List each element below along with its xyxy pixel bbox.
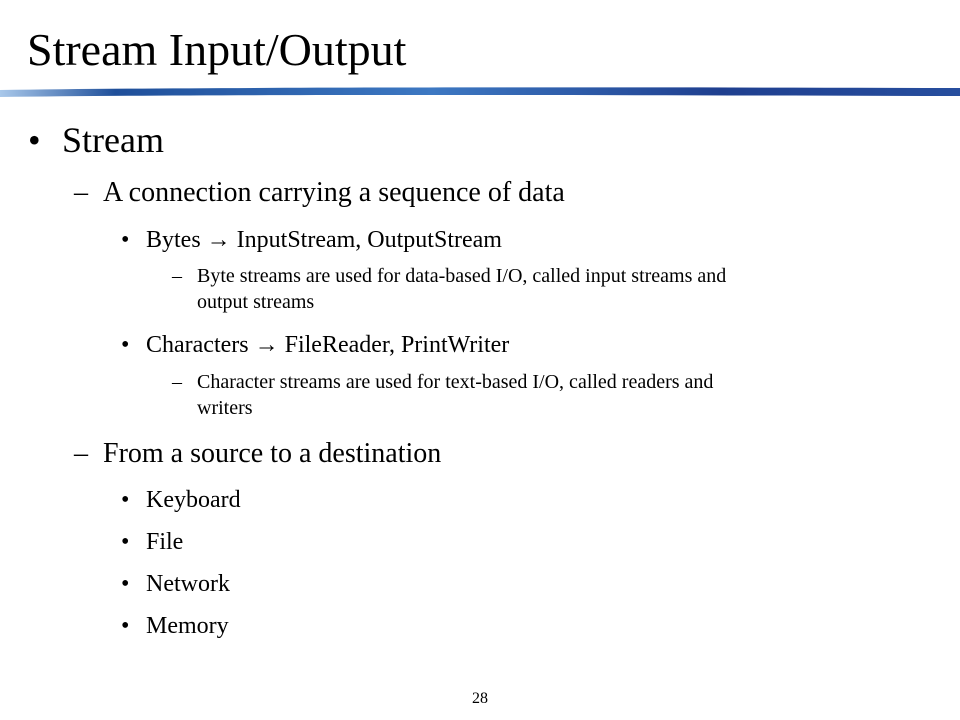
bullet-marker: • (121, 487, 130, 513)
bullet-marker: • (121, 529, 130, 555)
detail-text-line2: output streams (197, 291, 315, 313)
bullet-marker: • (121, 332, 130, 358)
title-underline-graphic (0, 87, 960, 97)
bullet-text: Stream (62, 120, 164, 160)
item-text: Keyboard (146, 487, 241, 513)
item-text: Bytes → InputStream, OutputStream (146, 227, 502, 253)
bullet-marker: • (121, 227, 130, 253)
page-number: 28 (472, 690, 488, 707)
bullet-marker: • (28, 120, 41, 160)
subbullet-text: From a source to a destination (103, 438, 442, 469)
dash-marker: – (172, 371, 182, 393)
subbullet-text: A connection carrying a sequence of data (103, 177, 565, 208)
item-text: Memory (146, 613, 229, 639)
title-underline-bar (0, 86, 960, 98)
dash-marker: – (74, 177, 88, 208)
detail-text-line2: writers (197, 397, 253, 419)
item-text: Network (146, 571, 230, 597)
bullet-marker: • (121, 571, 130, 597)
dash-marker: – (172, 265, 182, 287)
item-text: Characters → FileReader, PrintWriter (146, 332, 510, 358)
item-text: File (146, 529, 184, 555)
slide-title: Stream Input/Output (27, 24, 407, 75)
dash-marker: – (74, 438, 88, 469)
detail-text-line1: Character streams are used for text-base… (197, 371, 714, 393)
bullet-marker: • (121, 613, 130, 639)
detail-text-line1: Byte streams are used for data-based I/O… (197, 265, 727, 287)
